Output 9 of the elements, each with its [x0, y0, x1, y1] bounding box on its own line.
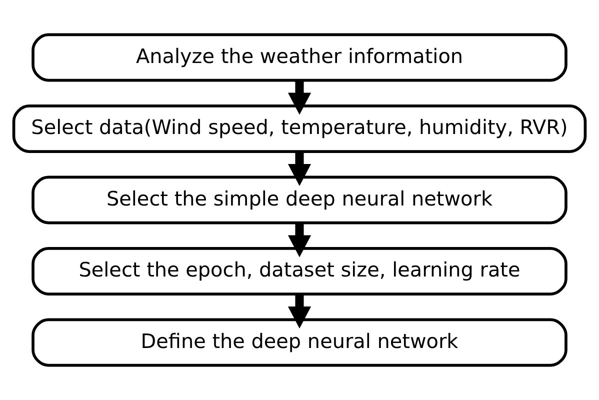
- node-box: Select the simple deep neural network: [32, 176, 568, 224]
- arrow: [288, 80, 312, 115]
- arrow: [288, 223, 312, 258]
- node-box: Select data(Wind speed, temperature, humidity, RVR): [12, 104, 587, 153]
- node-box: Select the epoch, dataset size, learning rate: [32, 247, 568, 296]
- arrow: [288, 152, 312, 186]
- node-box: Analyze the weather information: [32, 33, 568, 82]
- node-box: Define the deep neural network: [32, 318, 568, 367]
- arrow: [288, 294, 312, 329]
